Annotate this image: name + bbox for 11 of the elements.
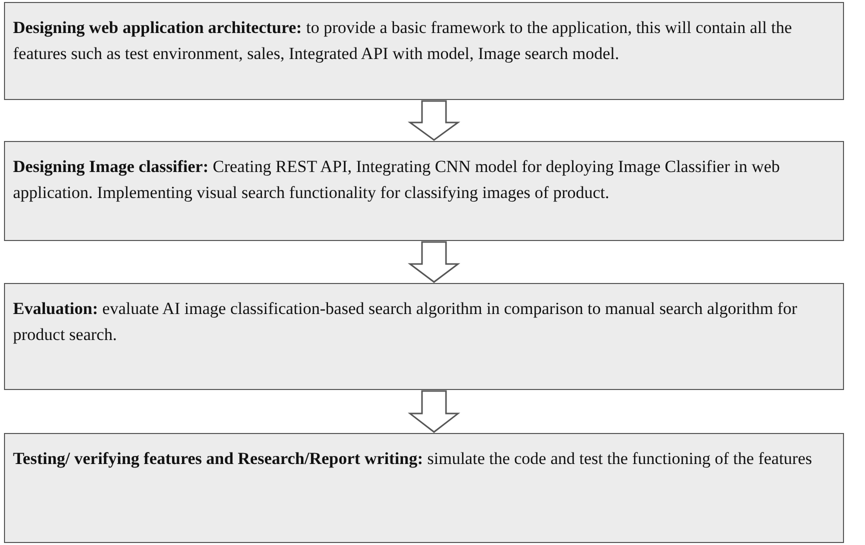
step-description: Testing/ verifying features and Research/Report writing: simulate the code and test the functioning of the features [13, 448, 813, 470]
process-box [4, 2, 844, 100]
step-description: Designing web application architecture: to provide a basic framework to the application, this will contain all the features such as test environment, sales, Integrated API with model, Image search model. [13, 17, 793, 65]
process-box [4, 283, 844, 390]
block-arrow [408, 241, 460, 283]
block-arrow [408, 100, 460, 141]
process-box [4, 141, 844, 241]
process-box [4, 433, 844, 543]
step-description: Designing Image classifier: Creating REST API, Integrating CNN model for deploying Image Classifier in web application. Implementing visual search functionality for classifying images of product. [13, 156, 781, 204]
block-arrow [408, 390, 460, 433]
step-description: Evaluation: evaluate AI image classification-based search algorithm in comparison to manual search algorithm for product search. [13, 298, 798, 346]
